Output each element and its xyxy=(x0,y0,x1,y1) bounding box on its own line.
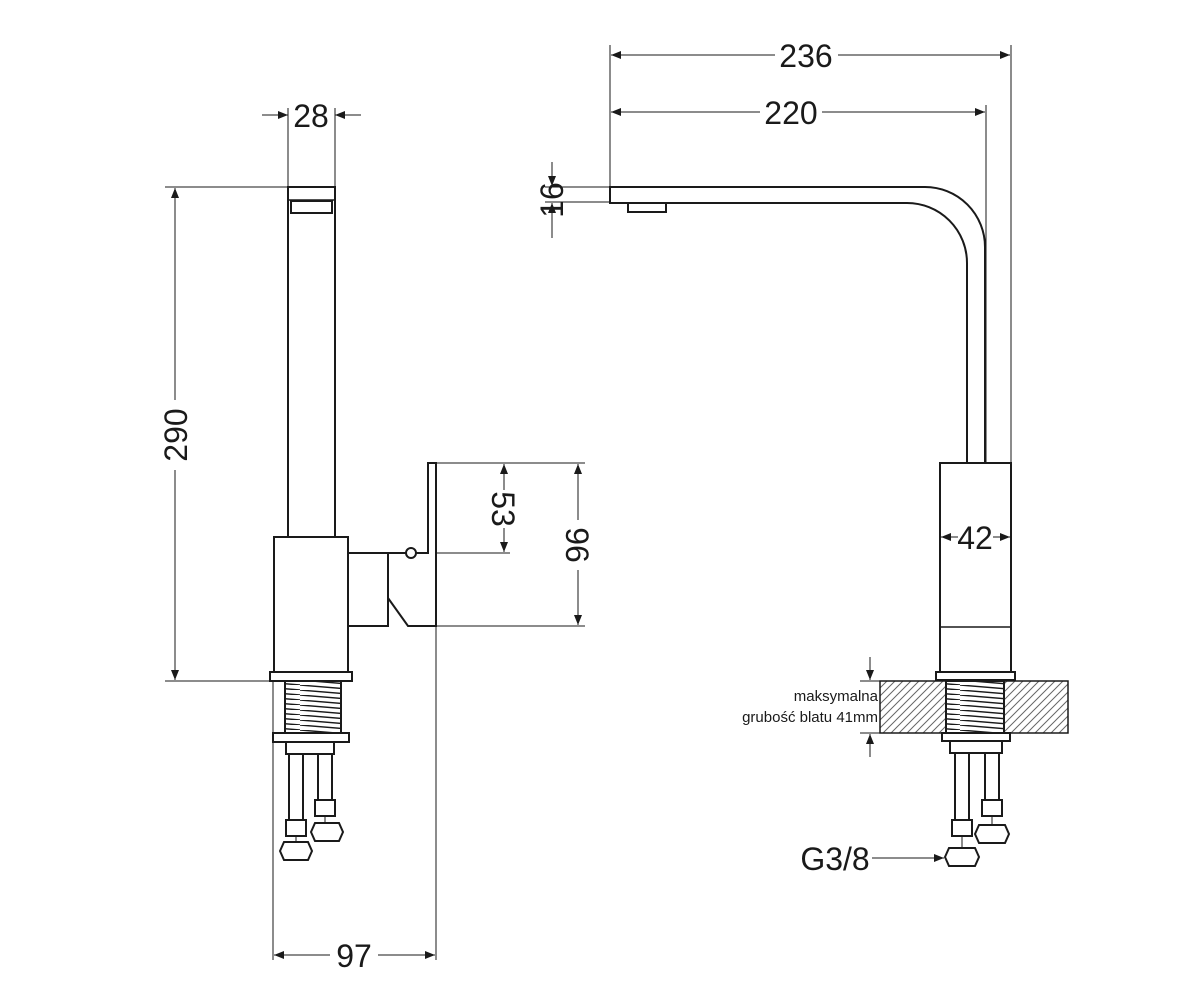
connector-callout: G3/8 xyxy=(800,841,944,877)
side-view: 28 290 xyxy=(158,98,595,974)
countertop-note-line1: maksymalna xyxy=(794,688,879,705)
dim-total-depth: 97 xyxy=(272,626,437,974)
countertop-note: maksymalna grubość blatu 41mm xyxy=(742,657,880,757)
connector-label: G3/8 xyxy=(800,841,869,877)
dim-lever: 53 96 xyxy=(436,462,595,627)
dim-overall-reach-label: 236 xyxy=(779,38,832,74)
dim-top-width-label: 28 xyxy=(293,98,329,134)
dim-body-height-label: 96 xyxy=(559,527,595,563)
dim-body-width: 42 xyxy=(941,520,1010,556)
dim-spout-thickness: 16 xyxy=(534,162,610,238)
dim-overall-reach: 236 xyxy=(609,38,1012,537)
dim-height: 290 xyxy=(158,186,288,682)
dim-spout-reach-label: 220 xyxy=(764,95,817,131)
side-lever xyxy=(347,462,437,627)
side-body xyxy=(269,536,353,682)
side-spout xyxy=(287,186,336,538)
side-shank xyxy=(272,680,350,755)
dim-total-depth-label: 97 xyxy=(336,938,372,974)
side-hoses xyxy=(278,753,345,861)
dim-top-width: 28 xyxy=(262,98,361,190)
countertop-note-line2: grubość blatu 41mm xyxy=(742,709,878,726)
front-hoses xyxy=(943,752,1011,867)
countertop-section xyxy=(879,680,1069,754)
front-body xyxy=(935,462,1016,681)
dim-spout-thickness-label: 16 xyxy=(534,182,570,218)
dim-height-label: 290 xyxy=(158,408,194,461)
front-spout xyxy=(609,186,986,464)
dim-lever-height-label: 53 xyxy=(485,491,521,527)
dim-spout-reach: 220 xyxy=(611,95,987,463)
dim-body-width-label: 42 xyxy=(957,520,993,556)
front-view: 236 220 16 xyxy=(534,38,1069,877)
